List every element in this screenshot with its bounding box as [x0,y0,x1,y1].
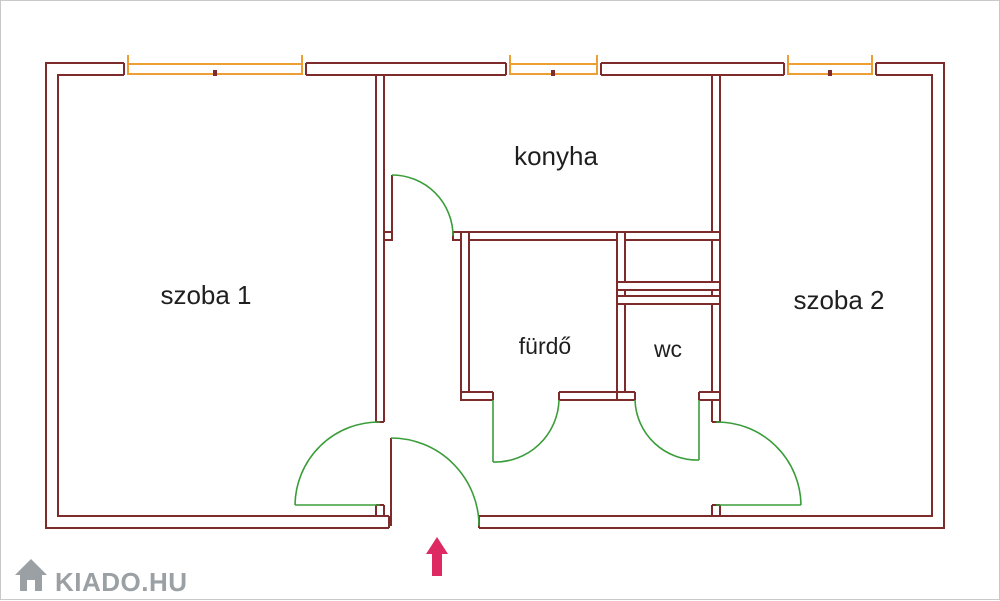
kitchen-door-left-jamb [383,231,393,241]
logo-text: KIADO.HU [55,567,188,597]
window-center-mark [551,70,555,76]
outer-wall-inner-outline [57,74,933,517]
window-end-ticks [127,55,303,64]
window-end-ticks [787,55,873,64]
entrance-door-arc [390,437,480,527]
szoba2-door-arc [715,421,802,506]
szoba1-door-arc [294,421,381,506]
opening-bath-door [493,390,559,402]
wall-szoba1-hall [375,74,385,517]
site-logo: KIADO.HU [15,559,188,597]
opening-szoba1-door [373,422,387,505]
entrance-arrow [426,537,448,576]
opening-wc-door [635,390,699,402]
window-center-mark [213,70,217,76]
windows-group [127,55,873,76]
wall-wc-top [616,295,721,305]
house-roof [15,559,47,575]
room-label-szoba1: szoba 1 [160,280,251,310]
wall-closet-bottom [616,281,721,291]
wall-kitchen-bath-top [460,231,721,241]
room-label-szoba2: szoba 2 [793,285,884,315]
kitchen-door-right-jamb [452,231,462,241]
room-label-konyha: konyha [514,141,598,171]
room-labels-group: szoba 1 konyha fürdő wc szoba 2 [160,141,884,362]
house-door [27,580,35,591]
kitchen-door-arc [391,174,454,237]
opening-entrance [389,514,479,530]
house-icon [15,559,47,591]
wall-bath-right [616,231,626,401]
outer-wall-outline [45,62,945,529]
opening-szoba2-door [709,422,723,505]
room-label-wc: wc [653,336,682,362]
bath-door-arc [492,399,560,463]
room-label-furdo: fürdő [519,333,571,359]
wall-bath-left [460,231,470,401]
window-szoba1 [127,55,303,76]
window-end-ticks [509,55,598,64]
doors-group [294,174,802,527]
window-szoba2 [787,55,873,76]
window-center-mark [828,70,832,76]
wc-door-arc [634,399,700,461]
window-konyha [509,55,598,76]
